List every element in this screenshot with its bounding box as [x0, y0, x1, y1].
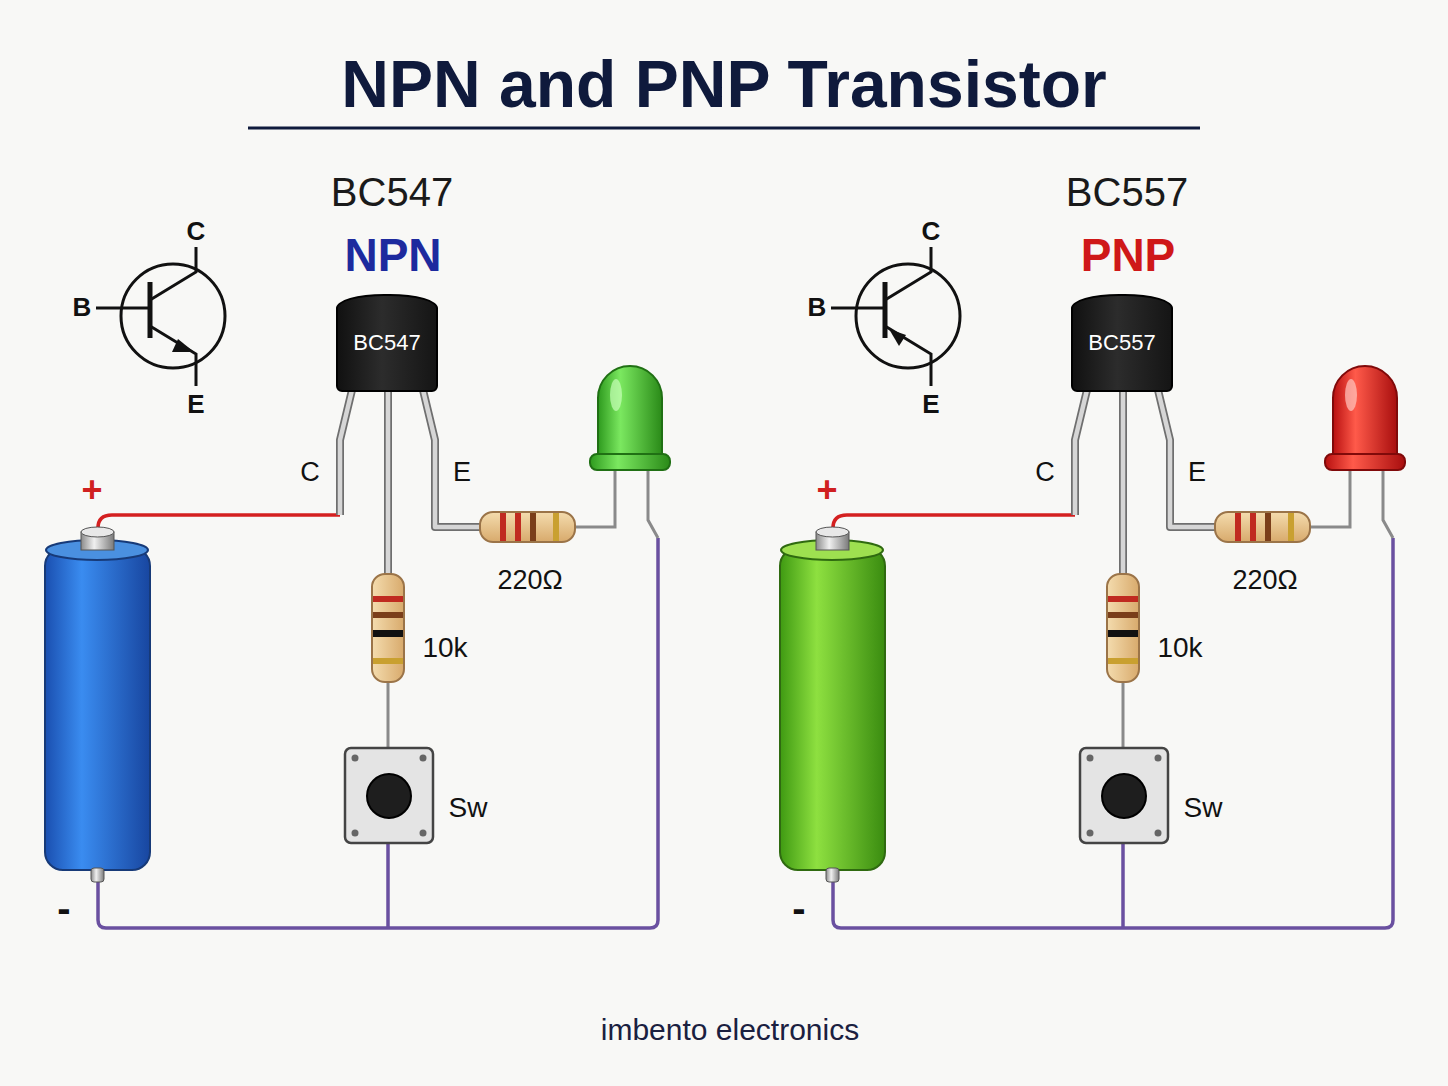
part-number: BC557 [1066, 172, 1188, 212]
pin-name: E [922, 391, 939, 417]
transistor-type: NPN [344, 232, 441, 278]
switch-label: Sw [449, 794, 488, 822]
pin-name: E [1188, 459, 1206, 486]
pin-name: E [453, 459, 471, 486]
polarity-sign: - [57, 888, 70, 928]
pin-name: C [187, 218, 206, 244]
pin-name: C [1035, 459, 1055, 486]
resistor-value: 10k [422, 634, 467, 662]
pin-name: B [73, 294, 92, 320]
polarity-sign: + [816, 472, 837, 508]
resistor-value: 220Ω [497, 567, 562, 594]
diagram-title: NPN and PNP Transistor [341, 51, 1106, 117]
polarity-sign: + [81, 472, 102, 508]
transistor-body: BC557 [1071, 294, 1173, 392]
transistor-body: BC547 [336, 294, 438, 392]
npn-circuit [45, 247, 670, 928]
pin-name: E [187, 391, 204, 417]
pin-name: B [808, 294, 827, 320]
pin-name: C [300, 459, 320, 486]
switch-label: Sw [1184, 794, 1223, 822]
pnp-circuit [780, 247, 1405, 928]
pin-name: C [922, 218, 941, 244]
polarity-sign: - [792, 888, 805, 928]
part-marking: BC557 [1088, 332, 1155, 354]
diagram-caption: imbento electronics [601, 1015, 859, 1045]
resistor-value: 220Ω [1232, 567, 1297, 594]
part-marking: BC547 [353, 332, 420, 354]
transistor-type: PNP [1081, 232, 1176, 278]
part-number: BC547 [331, 172, 453, 212]
title-underline [248, 127, 1200, 130]
resistor-value: 10k [1157, 634, 1202, 662]
